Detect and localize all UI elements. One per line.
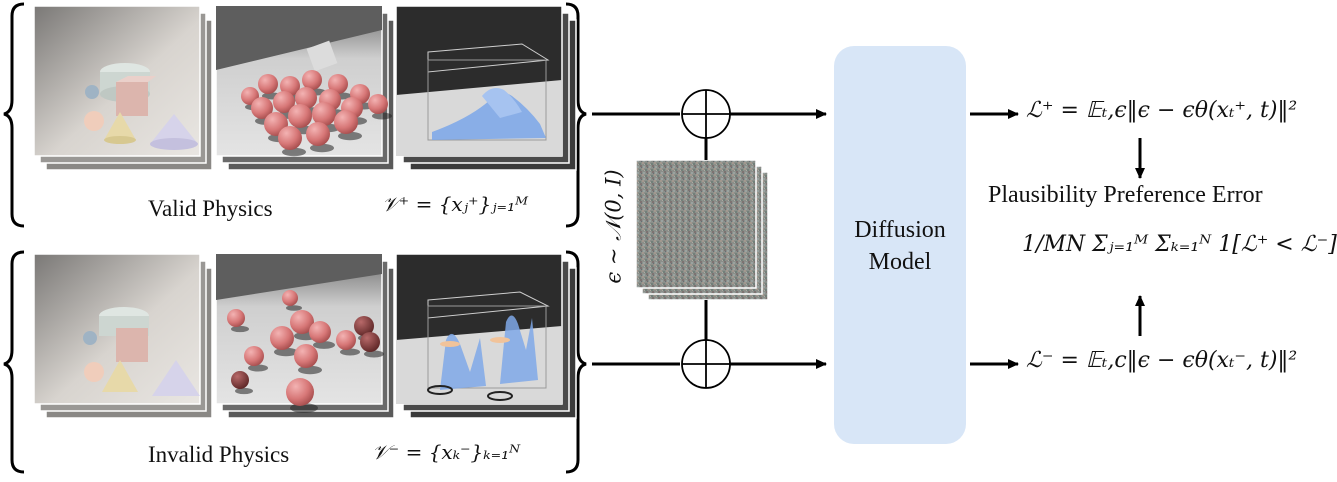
sphere [334, 110, 358, 134]
diffusion-model-label-line1: Diffusion [854, 217, 946, 243]
sphere [294, 344, 318, 368]
sphere [290, 310, 314, 334]
sphere [258, 74, 278, 94]
sphere-shadow [248, 364, 268, 372]
sphere-shadow [310, 143, 334, 153]
loss-negative: ℒ⁻ = 𝔼ₜ,c‖ϵ − ϵθ(xₜ⁻, t)‖² [1026, 348, 1298, 373]
valid-frame-stack-spheres [215, 5, 395, 171]
valid-frame-stack-fluid [395, 5, 577, 171]
sphere [368, 94, 388, 114]
loss-positive: ℒ⁺ = 𝔼ₜ,ϵ‖ϵ − ϵθ(xₜ⁺, t)‖² [1026, 98, 1298, 123]
sphere-shadow [274, 347, 298, 357]
sphere [286, 378, 314, 406]
sphere [312, 102, 336, 126]
sphere [354, 316, 374, 336]
invalid-frame-stack-shapes [33, 253, 213, 419]
sphere [244, 346, 264, 366]
invalid-set-symbol: 𝒱⁻ = {xₖ⁻}ₖ₌₁ᴺ [372, 440, 521, 464]
sphere [280, 76, 300, 96]
sphere [328, 74, 348, 94]
valid-physics-label: Valid Physics [148, 196, 273, 221]
sphere-shadow [235, 387, 253, 395]
noise-label: ϵ ∼ 𝒩(0, I) [601, 169, 626, 284]
noise-image-stack [635, 159, 769, 301]
metric-title: Plausibility Preference Error [988, 182, 1263, 208]
left-brace-bottom [3, 250, 25, 474]
sphere-shadow [282, 147, 306, 157]
sphere-shadow [286, 305, 302, 311]
sum-node-top [681, 89, 731, 139]
sphere [273, 91, 295, 113]
sphere [231, 371, 249, 389]
metric-formula: 1/MN Σⱼ₌₁ᴹ Σₖ₌₁ᴺ 1[ℒ⁺ < ℒ⁻] [1022, 232, 1337, 257]
sphere [227, 309, 245, 327]
sphere-shadow [298, 365, 322, 375]
sphere [282, 290, 298, 306]
right-brace-top [565, 2, 587, 228]
sphere-shadow [364, 350, 384, 358]
invalid-frame-stack-fluid [395, 253, 577, 419]
sphere-shadow [340, 348, 360, 356]
right-brace-bottom [565, 250, 587, 474]
diffusion-model-label: Diffusion Model [834, 214, 966, 278]
sphere [360, 332, 380, 352]
invalid-frame-stack-spheres [215, 253, 395, 419]
sphere-shadow [313, 341, 335, 349]
valid-frame-stack-shapes [33, 5, 213, 171]
connectors [592, 109, 827, 369]
sphere-shadow [372, 112, 392, 120]
valid-physics-group [3, 2, 587, 228]
sphere [295, 87, 317, 109]
left-brace-top [3, 2, 25, 228]
diffusion-model-label-line2: Model [868, 249, 932, 275]
sphere [270, 326, 294, 350]
sphere [302, 70, 322, 90]
sphere [278, 126, 302, 150]
sphere [306, 122, 330, 146]
sphere-shadow [231, 325, 249, 333]
sum-node-bottom [681, 339, 731, 389]
sphere-shadow [338, 131, 362, 141]
diagram-canvas [3, 2, 1145, 474]
sphere [309, 321, 331, 343]
sphere [251, 97, 273, 119]
output-arrows [970, 109, 1145, 369]
valid-set-symbol: 𝒱⁺ = {xⱼ⁺}ⱼ₌₁ᴹ [382, 192, 529, 216]
sphere [336, 330, 356, 350]
sphere [288, 104, 312, 128]
invalid-physics-label: Invalid Physics [148, 442, 290, 467]
diffusion-model-box [834, 46, 966, 444]
pipeline-diagram: Valid Physics 𝒱⁺ = {xⱼ⁺}ⱼ₌₁ᴹ Invalid Phy… [3, 2, 1337, 474]
invalid-physics-group [3, 250, 587, 474]
